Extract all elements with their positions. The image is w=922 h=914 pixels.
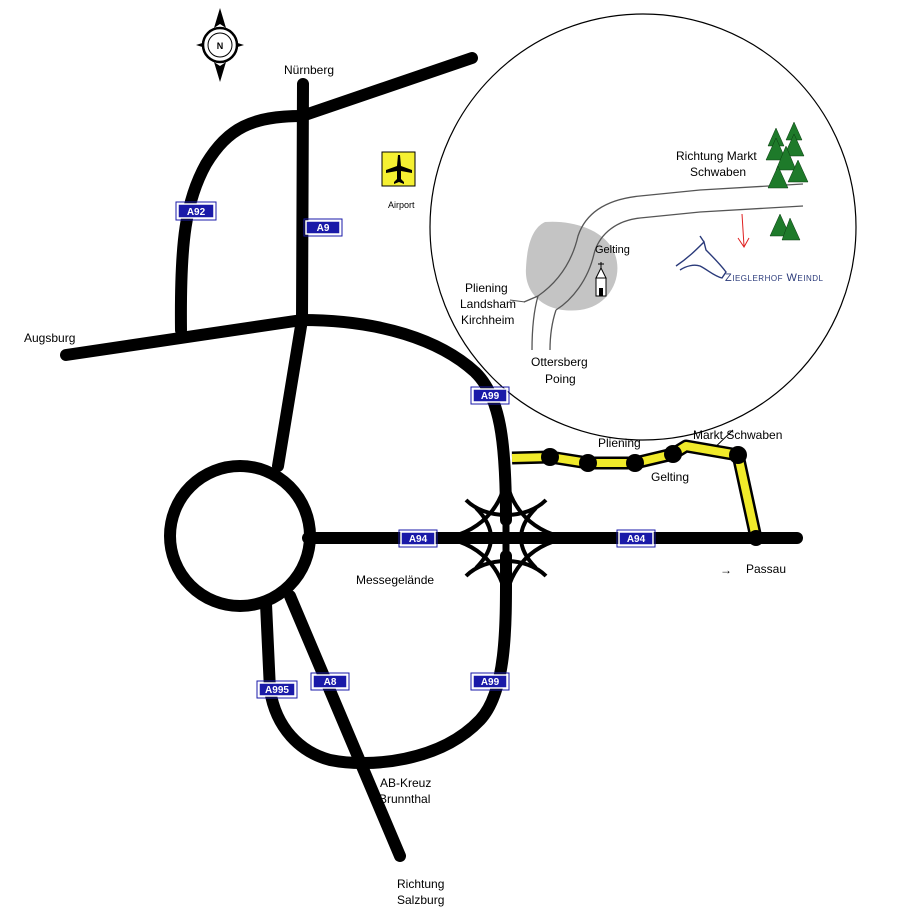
route-stop-gelting xyxy=(626,454,644,472)
road-augsburg xyxy=(60,314,308,361)
compass-north-label: N xyxy=(217,41,224,51)
label-richtung: Richtung xyxy=(397,877,444,891)
shield-a8-label: A8 xyxy=(324,677,337,688)
interchange-kreuz xyxy=(445,469,567,607)
route-stop-markt-schwaben xyxy=(729,446,747,464)
shield-a92-label: A92 xyxy=(187,207,206,218)
inset-road-main xyxy=(555,205,804,311)
shield-a92: A92 xyxy=(175,201,217,221)
shield-a9-label: A9 xyxy=(317,223,330,234)
horse-logo-icon xyxy=(675,235,727,279)
inset-detail-map: Richtung Markt Schwaben Gelting Pliening… xyxy=(429,13,857,456)
route-stop-a94-junction xyxy=(748,530,764,546)
inset-road-south-right xyxy=(549,309,557,351)
road-a9-south xyxy=(272,314,308,472)
shield-a995: A995 xyxy=(256,680,298,699)
trees-icon xyxy=(765,121,809,189)
airport-icon xyxy=(381,151,416,187)
label-messegelaende: Messegelände xyxy=(356,573,434,587)
label-route-pliening: Pliening xyxy=(598,436,641,450)
inset-label-kirchheim: Kirchheim xyxy=(461,313,514,327)
road-nuernberg-diagonal xyxy=(296,52,478,122)
highlighted-route xyxy=(511,439,764,546)
label-nuernberg: Nürnberg xyxy=(284,63,334,77)
label-salzburg: Salzburg xyxy=(397,893,444,907)
shield-a8: A8 xyxy=(310,672,350,691)
road-a99-south xyxy=(260,550,513,769)
inset-road-main-edge xyxy=(523,183,804,303)
inset-label-schwaben: Schwaben xyxy=(690,165,746,179)
passau-arrow-icon: → xyxy=(720,563,732,577)
north-compass-icon: N xyxy=(196,8,244,82)
route-stop-1 xyxy=(541,448,559,466)
shield-a94-right: A94 xyxy=(616,529,656,548)
label-passau: Passau xyxy=(746,562,786,576)
shield-a99-bottom: A99 xyxy=(470,672,510,691)
road-a8 xyxy=(284,590,406,862)
road-a9 xyxy=(296,78,309,326)
shield-a99-bottom-label: A99 xyxy=(481,677,500,688)
shield-a94-right-label: A94 xyxy=(627,534,646,545)
shield-a94-left-label: A94 xyxy=(409,534,428,545)
shield-a94-left: A94 xyxy=(398,529,438,548)
shield-a99-top-label: A99 xyxy=(481,391,500,402)
label-augsburg: Augsburg xyxy=(24,331,75,345)
label-ab-kreuz: AB-Kreuz xyxy=(380,776,431,790)
label-brunnthal: Brunnthal xyxy=(379,792,430,806)
road-network xyxy=(60,52,803,862)
farm-name-label: Zieglerhof Weindl xyxy=(725,272,824,284)
shield-a99-top: A99 xyxy=(470,386,510,405)
village-area xyxy=(525,221,618,311)
inset-label-ottersberg: Ottersberg xyxy=(531,355,588,369)
inset-label-gelting: Gelting xyxy=(595,244,630,256)
label-route-markt-schwaben: Markt Schwaben xyxy=(693,428,782,442)
trees-icon-small xyxy=(769,213,801,241)
inset-label-poing: Poing xyxy=(545,372,576,386)
road-a99-north xyxy=(296,314,512,526)
route-stop-pliening xyxy=(579,454,597,472)
location-arrow-icon xyxy=(737,213,750,248)
church-icon xyxy=(595,262,607,297)
shield-a9: A9 xyxy=(303,218,343,237)
inset-label-pliening: Pliening xyxy=(465,281,508,295)
label-route-gelting: Gelting xyxy=(651,470,689,484)
inset-label-richtung: Richtung Markt xyxy=(676,149,757,163)
ring-road xyxy=(164,460,316,612)
inset-road-south-left xyxy=(531,295,539,351)
inset-label-landsham: Landsham xyxy=(460,297,516,311)
route-stop-4 xyxy=(664,445,682,463)
airport-label: Airport xyxy=(388,200,415,210)
road-a92 xyxy=(174,110,308,336)
shield-a995-label: A995 xyxy=(265,685,289,696)
